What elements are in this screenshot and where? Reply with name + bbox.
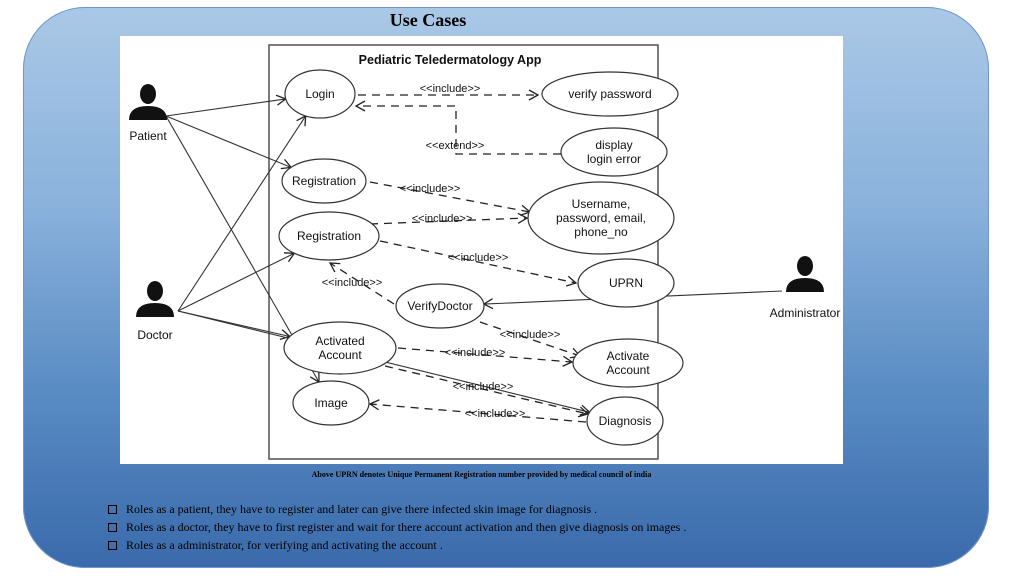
use-case-label: Diagnosis <box>599 414 652 428</box>
use-case-label: Activate <box>607 349 650 363</box>
actor-doctor: Doctor <box>136 281 174 342</box>
relation-display_login_error-login <box>354 100 561 155</box>
person-head-icon <box>140 84 156 104</box>
use-case-label: phone_no <box>574 225 628 239</box>
actor-patient: Patient <box>129 84 167 143</box>
association-doctor-login <box>177 114 307 312</box>
relation-label: <<include>> <box>500 329 561 341</box>
use-case-ellipse <box>541 71 679 117</box>
use-case-diagnosis: Diagnosis <box>586 396 664 446</box>
person-icon <box>129 106 167 120</box>
person-head-icon <box>797 256 813 276</box>
association-patient-login <box>165 94 288 117</box>
use-case-registration-patient: Registration <box>281 158 367 204</box>
use-case-verify-password: verify password <box>541 71 679 117</box>
role-item-administrator: Roles as a administrator, for verifying … <box>108 536 686 554</box>
role-item-doctor: Roles as a doctor, they have to first re… <box>108 518 686 536</box>
association-doctor-registration_doctor <box>177 252 296 312</box>
relation-label: <<include>> <box>400 183 461 195</box>
use-case-ellipse <box>577 258 675 308</box>
checkbox-bullet-icon <box>108 541 117 550</box>
use-case-registration-doctor: Registration <box>278 211 380 261</box>
use-case-label: Account <box>318 348 362 362</box>
association-patient-registration_patient <box>165 115 293 170</box>
relation-label: <<extend>> <box>426 140 485 152</box>
relation-activated_account-activate_account <box>397 347 574 367</box>
use-case-label: login error <box>587 152 641 166</box>
use-case-ellipse <box>278 211 380 261</box>
role-text: Roles as a doctor, they have to first re… <box>126 520 687 534</box>
use-case-ellipse <box>281 158 367 204</box>
actor-admin: Administrator <box>770 256 841 320</box>
use-case-ellipse <box>560 127 668 177</box>
roles-list: Roles as a patient, they have to registe… <box>108 500 686 554</box>
checkbox-bullet-icon <box>108 505 117 514</box>
use-case-uprn: UPRN <box>577 258 675 308</box>
relation-label: <<include>> <box>465 408 526 420</box>
system-title: Pediatric Teledermatology App <box>359 53 542 67</box>
relation-activated_account-diagnosis <box>384 365 590 418</box>
use-case-ellipse <box>284 69 356 119</box>
use-case-label: Username, <box>572 197 631 211</box>
use-case-login: Login <box>284 69 356 119</box>
use-case-verify-doctor: VerifyDoctor <box>395 283 485 329</box>
use-case-label: Image <box>314 396 348 410</box>
relation-verify_doctor-registration_doctor <box>328 262 395 305</box>
relations: <<include>> <<extend>> <<include>> <<includ… <box>322 83 590 423</box>
use-case-label: Login <box>305 87 334 101</box>
use-case-ellipse <box>283 321 397 375</box>
use-case-ellipse <box>292 380 370 426</box>
relation-label: <<include>> <box>453 381 514 393</box>
use-case-label: Registration <box>297 229 361 243</box>
actor-label: Doctor <box>137 328 172 342</box>
use-case-label: Registration <box>292 174 356 188</box>
role-text: Roles as a patient, they have to registe… <box>126 502 598 516</box>
person-icon <box>786 278 824 292</box>
system-boundary <box>268 44 659 460</box>
use-case-credentials: Username,password, email,phone_no <box>527 181 675 255</box>
person-icon <box>136 303 174 317</box>
relation-label: <<include>> <box>322 277 383 289</box>
role-item-patient: Roles as a patient, they have to registe… <box>108 500 686 518</box>
use-case-label: display <box>595 138 632 152</box>
relation-label: <<include>> <box>445 347 506 359</box>
use-case-label: Activated <box>315 334 364 348</box>
use-case-ellipse <box>527 181 675 255</box>
use-case-ellipse <box>572 338 684 388</box>
relation-label: <<include>> <box>448 252 509 264</box>
use-case-ellipse <box>586 396 664 446</box>
actor-label: Patient <box>129 129 167 143</box>
use-case-ellipse <box>395 283 485 329</box>
uprn-footnote: Above UPRN denotes Unique Permanent Regi… <box>311 470 652 479</box>
slide-title: Use Cases <box>389 10 467 30</box>
diagram-canvas: Pediatric Teledermatology App <<include>… <box>129 44 840 460</box>
use-case-diagram: Pediatric Teledermatology App <<include>… <box>120 36 843 464</box>
use-case-image: Image <box>292 380 370 426</box>
use-case-label: VerifyDoctor <box>407 299 472 313</box>
relation-label: <<include>> <box>420 83 481 95</box>
relation-verify_doctor-activate_account <box>479 321 582 359</box>
use-case-label: UPRN <box>609 276 643 290</box>
actor-label: Administrator <box>770 306 841 320</box>
use-case-label: verify password <box>568 87 651 101</box>
role-text: Roles as a administrator, for verifying … <box>126 538 443 552</box>
relation-registration_doctor-credentials <box>369 212 529 225</box>
relation-label: <<include>> <box>412 213 473 225</box>
use-case-label: password, email, <box>556 211 646 225</box>
checkbox-bullet-icon <box>108 523 117 532</box>
relation-registration_doctor-uprn <box>379 240 578 287</box>
use-case-label: Account <box>606 363 650 377</box>
person-head-icon <box>147 281 163 301</box>
